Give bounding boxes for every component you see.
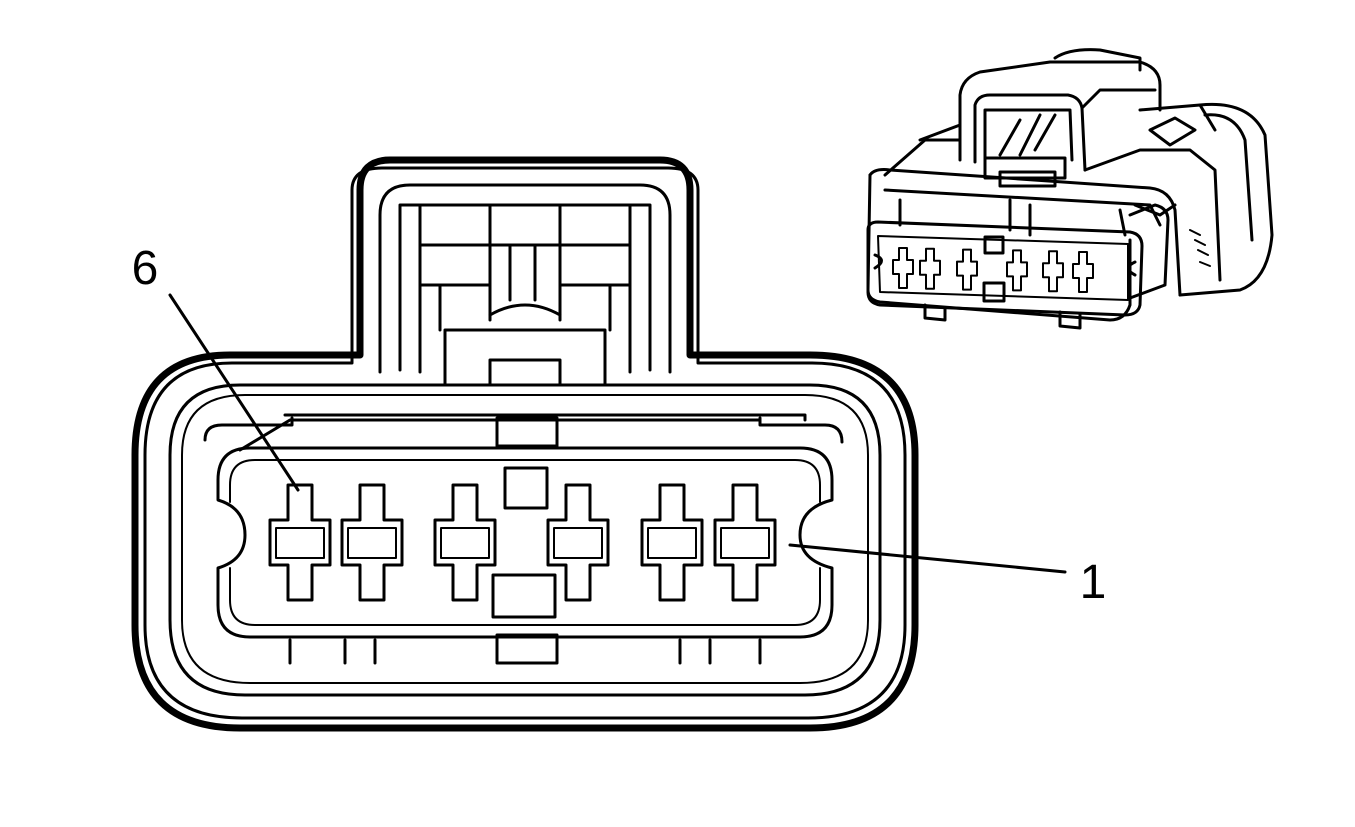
terminal-face <box>216 446 834 639</box>
locking-latch <box>378 183 672 387</box>
terminal-cavities <box>268 483 777 602</box>
terminal-cavity-band <box>238 413 807 452</box>
callout-label-pin-1: 1 <box>1080 556 1107 609</box>
isometric-terminals <box>892 247 1094 293</box>
terminal-pin-1 <box>713 483 777 602</box>
callout-leader-pin-6 <box>168 293 300 492</box>
isometric-terminal-4 <box>956 248 978 291</box>
polarization-key-bottom <box>491 573 557 619</box>
connector-rim <box>168 383 882 697</box>
callout-label-pin-6: 6 <box>132 242 159 295</box>
connector-face-view: 6 1 <box>131 156 1107 732</box>
callout-leader-pin-1 <box>788 543 1067 574</box>
terminal-pin-3 <box>546 483 610 602</box>
terminal-pin-2 <box>640 483 704 602</box>
connector-isometric-view <box>866 48 1274 330</box>
polarization-key-top <box>503 466 549 510</box>
isometric-terminal-6 <box>892 247 914 289</box>
terminal-pin-5 <box>340 483 404 602</box>
connector-shell-edge <box>143 166 907 720</box>
connector-outer-shell <box>131 156 919 732</box>
isometric-terminal-3 <box>1006 249 1028 292</box>
isometric-terminal-5 <box>919 247 941 290</box>
isometric-terminal-2 <box>1042 250 1064 293</box>
terminal-pin-4 <box>433 483 497 602</box>
isometric-terminal-1 <box>1072 251 1094 293</box>
terminal-pin-6 <box>268 483 332 602</box>
